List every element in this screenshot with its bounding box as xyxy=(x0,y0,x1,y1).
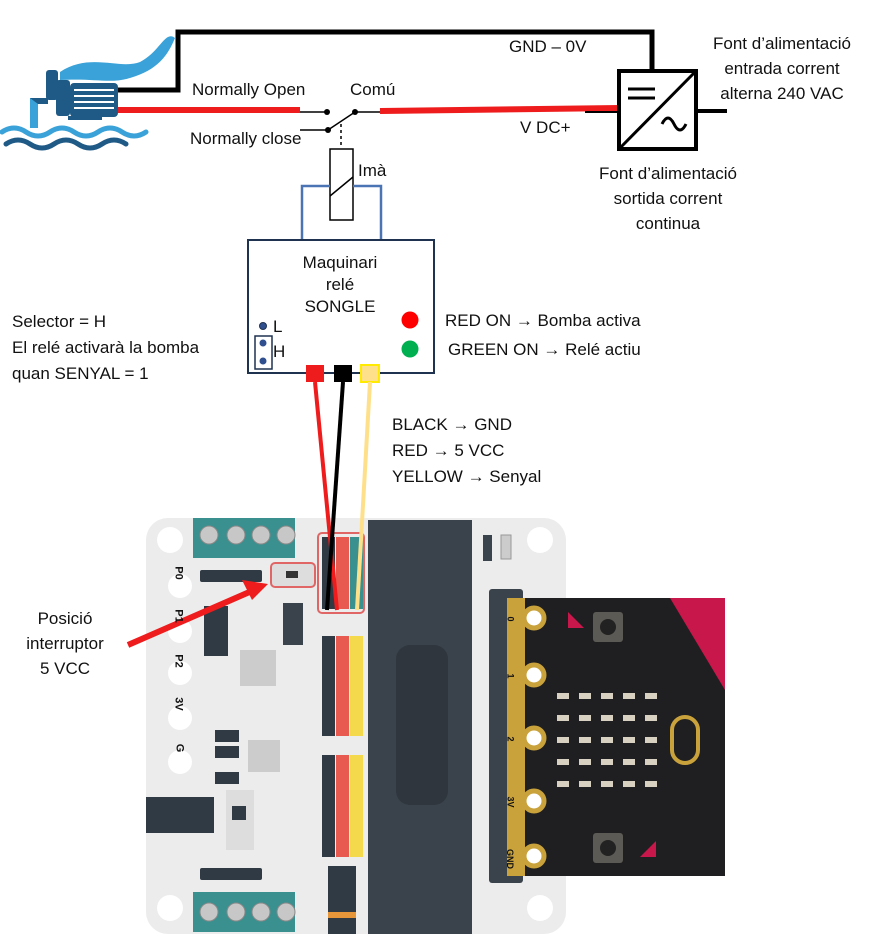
label-normally-open: Normally Open xyxy=(192,80,306,99)
microbit-led xyxy=(601,715,613,721)
microbit-led xyxy=(645,715,657,721)
selector-pin-gnd xyxy=(259,357,267,365)
cable-black xyxy=(325,381,345,611)
microbit-led xyxy=(623,759,635,765)
switch-lever xyxy=(327,111,356,131)
pin-label-p1: P1 xyxy=(172,609,185,623)
relay-title-line: relé xyxy=(325,275,355,294)
psu-input-label: Font d’alimentació entrada corrent alter… xyxy=(694,33,870,105)
connector-black xyxy=(334,365,352,382)
microbit-led xyxy=(579,693,591,699)
selector-pin-l xyxy=(259,322,267,330)
microbit-led xyxy=(579,781,591,787)
psu-output-label: Font d’alimentació sortida corrent conti… xyxy=(578,163,758,235)
switch-arrow-icon xyxy=(126,580,268,648)
cable-legend-line: YELLOW → Senyal xyxy=(392,467,542,486)
led-red-legend: RED ON → Bomba activa xyxy=(445,311,641,330)
microbit xyxy=(507,598,725,876)
psu-output-line: continua xyxy=(635,214,701,233)
selector-note: Selector = H El relé activarà la bomba q… xyxy=(12,311,199,385)
psu-output-line: Font d’alimentació xyxy=(599,164,737,183)
microbit-led xyxy=(623,737,635,743)
cable-legend: BLACK → GND RED → 5 VCC YELLOW → Senyal xyxy=(392,414,541,488)
microbit-led xyxy=(579,759,591,765)
selector-note-line: Selector = H xyxy=(12,312,107,331)
label-coil: Imà xyxy=(358,161,387,180)
pin-label-g: G xyxy=(173,743,186,753)
coil-lead-left xyxy=(300,184,330,240)
vdc-wire xyxy=(379,105,621,114)
cable-legend-line: RED → 5 VCC xyxy=(392,441,505,460)
pin-label-p0: P0 xyxy=(172,566,185,580)
gnd-wire xyxy=(118,29,655,93)
selector-jumper[interactable] xyxy=(254,335,273,370)
microbit-led xyxy=(645,781,657,787)
microbit-led xyxy=(557,759,569,765)
microbit-led xyxy=(623,693,635,699)
microbit-led xyxy=(579,737,591,743)
label-gnd-wire: GND – 0V xyxy=(509,37,587,56)
switch-note-line: interruptor xyxy=(26,634,104,653)
cable-red xyxy=(313,381,339,611)
pin-label-3v: 3V xyxy=(172,697,185,711)
label-normally-close: Normally close xyxy=(190,129,302,148)
microbit-led xyxy=(623,781,635,787)
microbit-led xyxy=(601,759,613,765)
microbit-led xyxy=(579,715,591,721)
led-red xyxy=(401,311,419,329)
selector-label-l: L xyxy=(273,317,283,336)
relay-title-line: Maquinari xyxy=(302,253,378,272)
pin-label-p2: P2 xyxy=(172,654,185,668)
psu-input-line: entrada corrent xyxy=(724,59,840,78)
microbit-led xyxy=(557,781,569,787)
microbit-led xyxy=(601,693,613,699)
led-green-legend: GREEN ON → Relé actiu xyxy=(448,340,641,359)
relay-title-line: SONGLE xyxy=(304,297,376,316)
pump-icon xyxy=(30,36,175,128)
connector-red xyxy=(306,365,324,382)
psu-input-line: Font d’alimentació xyxy=(713,34,851,53)
label-vdc-wire: V DC+ xyxy=(520,118,571,137)
connector-yellow xyxy=(360,364,380,383)
no-contact-dot xyxy=(324,109,330,115)
microbit-pin-gnd: GND xyxy=(505,849,515,869)
microbit-pin-3v: 3V xyxy=(505,796,516,808)
relay-module-title: Maquinari relé SONGLE xyxy=(270,252,410,318)
cable-legend-line: BLACK → GND xyxy=(392,415,512,434)
switch-note-line: 5 VCC xyxy=(39,659,91,678)
microbit-led xyxy=(645,737,657,743)
microbit-led xyxy=(645,759,657,765)
microbit-pin-0: 0 xyxy=(505,616,516,622)
psu-input-line: alterna 240 VAC xyxy=(720,84,844,103)
selector-note-line: El relé activarà la bomba xyxy=(12,338,200,357)
psu-output-line: sortida corrent xyxy=(613,189,723,208)
microbit-led xyxy=(557,693,569,699)
microbit-led xyxy=(557,715,569,721)
relay-coil-icon xyxy=(329,148,354,221)
microbit-led xyxy=(623,715,635,721)
microbit-pin-2: 2 xyxy=(505,736,516,742)
switch-note-line: Posició xyxy=(37,609,93,628)
expansion-board xyxy=(146,518,566,934)
microbit-led xyxy=(601,737,613,743)
label-common: Comú xyxy=(350,80,396,99)
selector-label-h: H xyxy=(273,342,286,361)
selector-pin-h xyxy=(259,339,267,347)
microbit-led xyxy=(557,737,569,743)
power-supply-icon xyxy=(617,69,727,151)
microbit-led xyxy=(645,693,657,699)
coil-lead-right xyxy=(353,184,383,240)
microbit-pin-1: 1 xyxy=(505,673,516,679)
switch-note: Posició interruptor 5 VCC xyxy=(10,608,120,680)
selector-note-line: quan SENYAL = 1 xyxy=(12,364,149,383)
cable-yellow xyxy=(355,381,372,611)
led-green xyxy=(401,340,419,358)
water-waves-icon xyxy=(0,125,149,151)
microbit-led xyxy=(601,781,613,787)
